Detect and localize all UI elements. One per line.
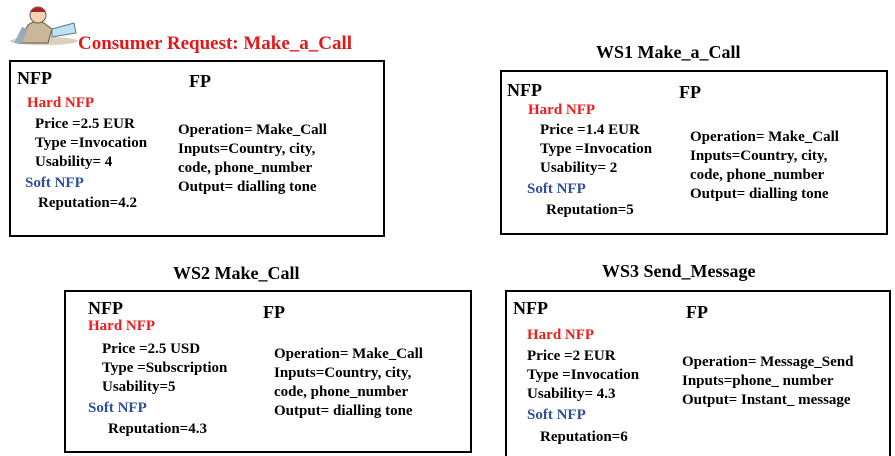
fp-heading: FP (686, 302, 708, 322)
hard-nfp-item: Type =Invocation (527, 367, 640, 383)
hard-nfp-list: Price =2.5 USD Type =Subscription Usabil… (102, 340, 227, 397)
ws2-box: NFP FP Hard NFP Price =2.5 USD Type =Sub… (64, 290, 472, 453)
fp-item: Output= dialling tone (690, 186, 829, 202)
hard-nfp-item: Price =1.4 EUR (540, 122, 640, 138)
fp-heading: FP (189, 71, 211, 91)
ws3-title: WS3 Send_Message (602, 261, 756, 281)
nfp-heading: NFP (513, 298, 548, 318)
person-at-desk-icon (10, 6, 78, 45)
fp-list: Operation= Message_Send Inputs=phone_ nu… (682, 353, 853, 410)
fp-item: code, phone_number (274, 384, 409, 400)
fp-item: Operation= Make_Call (690, 129, 839, 145)
hard-nfp-item: Type =Invocation (540, 141, 653, 157)
fp-heading: FP (679, 82, 701, 102)
hard-nfp-item: Type =Invocation (35, 135, 148, 151)
consumer-title: Consumer Request: Make_a_Call (78, 33, 353, 54)
fp-item: Output= dialling tone (274, 403, 413, 419)
hard-nfp-item: Usability=5 (102, 379, 176, 395)
fp-item: Output= dialling tone (178, 179, 317, 195)
soft-nfp-label: Soft NFP (527, 407, 586, 423)
fp-item: Output= Instant_ message (682, 392, 851, 408)
fp-item: code, phone_number (178, 160, 313, 176)
hard-nfp-item: Price =2.5 USD (102, 341, 201, 357)
hard-nfp-list: Price =2 EUR Type =Invocation Usability=… (527, 347, 639, 404)
hard-nfp-list: Price =1.4 EUR Type =Invocation Usabilit… (540, 121, 652, 178)
hard-nfp-item: Usability= 4.3 (527, 386, 616, 402)
fp-list: Operation= Make_Call Inputs=Country, cit… (690, 128, 839, 204)
soft-nfp-item: Reputation=4.3 (108, 421, 207, 437)
consumer-request-box: NFP FP Hard NFP Price =2.5 EUR Type =Inv… (9, 60, 385, 237)
hard-nfp-item: Price =2 EUR (527, 348, 616, 364)
soft-nfp-item: Reputation=4.2 (38, 195, 137, 211)
soft-nfp-label: Soft NFP (25, 175, 84, 191)
fp-item: Operation= Message_Send (682, 354, 854, 370)
soft-nfp-item: Reputation=5 (546, 202, 634, 218)
hard-nfp-item: Price =2.5 EUR (35, 116, 135, 132)
hard-nfp-label: Hard NFP (88, 318, 156, 334)
fp-list: Operation= Make_Call Inputs=Country, cit… (178, 121, 327, 197)
fp-item: Inputs=phone_ number (682, 373, 834, 389)
hard-nfp-item: Usability= 2 (540, 160, 618, 176)
ws2-title: WS2 Make_Call (173, 263, 300, 283)
fp-item: Inputs=Country, city, (178, 141, 316, 157)
soft-nfp-item: Reputation=6 (540, 429, 628, 445)
fp-item: code, phone_number (690, 167, 825, 183)
soft-nfp-label: Soft NFP (527, 181, 586, 197)
fp-list: Operation= Make_Call Inputs=Country, cit… (274, 345, 423, 421)
fp-item: Operation= Make_Call (274, 346, 423, 362)
fp-item: Inputs=Country, city, (274, 365, 412, 381)
fp-heading: FP (263, 302, 285, 322)
soft-nfp-label: Soft NFP (88, 400, 147, 416)
hard-nfp-item: Usability= 4 (35, 154, 113, 170)
nfp-heading: NFP (17, 68, 52, 88)
ws3-box: NFP FP Hard NFP Price =2 EUR Type =Invoc… (505, 290, 891, 456)
fp-item: Operation= Make_Call (178, 122, 327, 138)
hard-nfp-item: Type =Subscription (102, 360, 228, 376)
hard-nfp-list: Price =2.5 EUR Type =Invocation Usabilit… (35, 115, 175, 172)
hard-nfp-label: Hard NFP (27, 95, 95, 111)
hard-nfp-label: Hard NFP (528, 102, 596, 118)
ws1-box: NFP FP Hard NFP Price =1.4 EUR Type =Inv… (500, 70, 888, 235)
hard-nfp-label: Hard NFP (527, 327, 595, 343)
nfp-heading: NFP (507, 80, 542, 100)
nfp-heading: NFP (88, 298, 123, 318)
ws1-title: WS1 Make_a_Call (596, 42, 741, 62)
fp-item: Inputs=Country, city, (690, 148, 828, 164)
